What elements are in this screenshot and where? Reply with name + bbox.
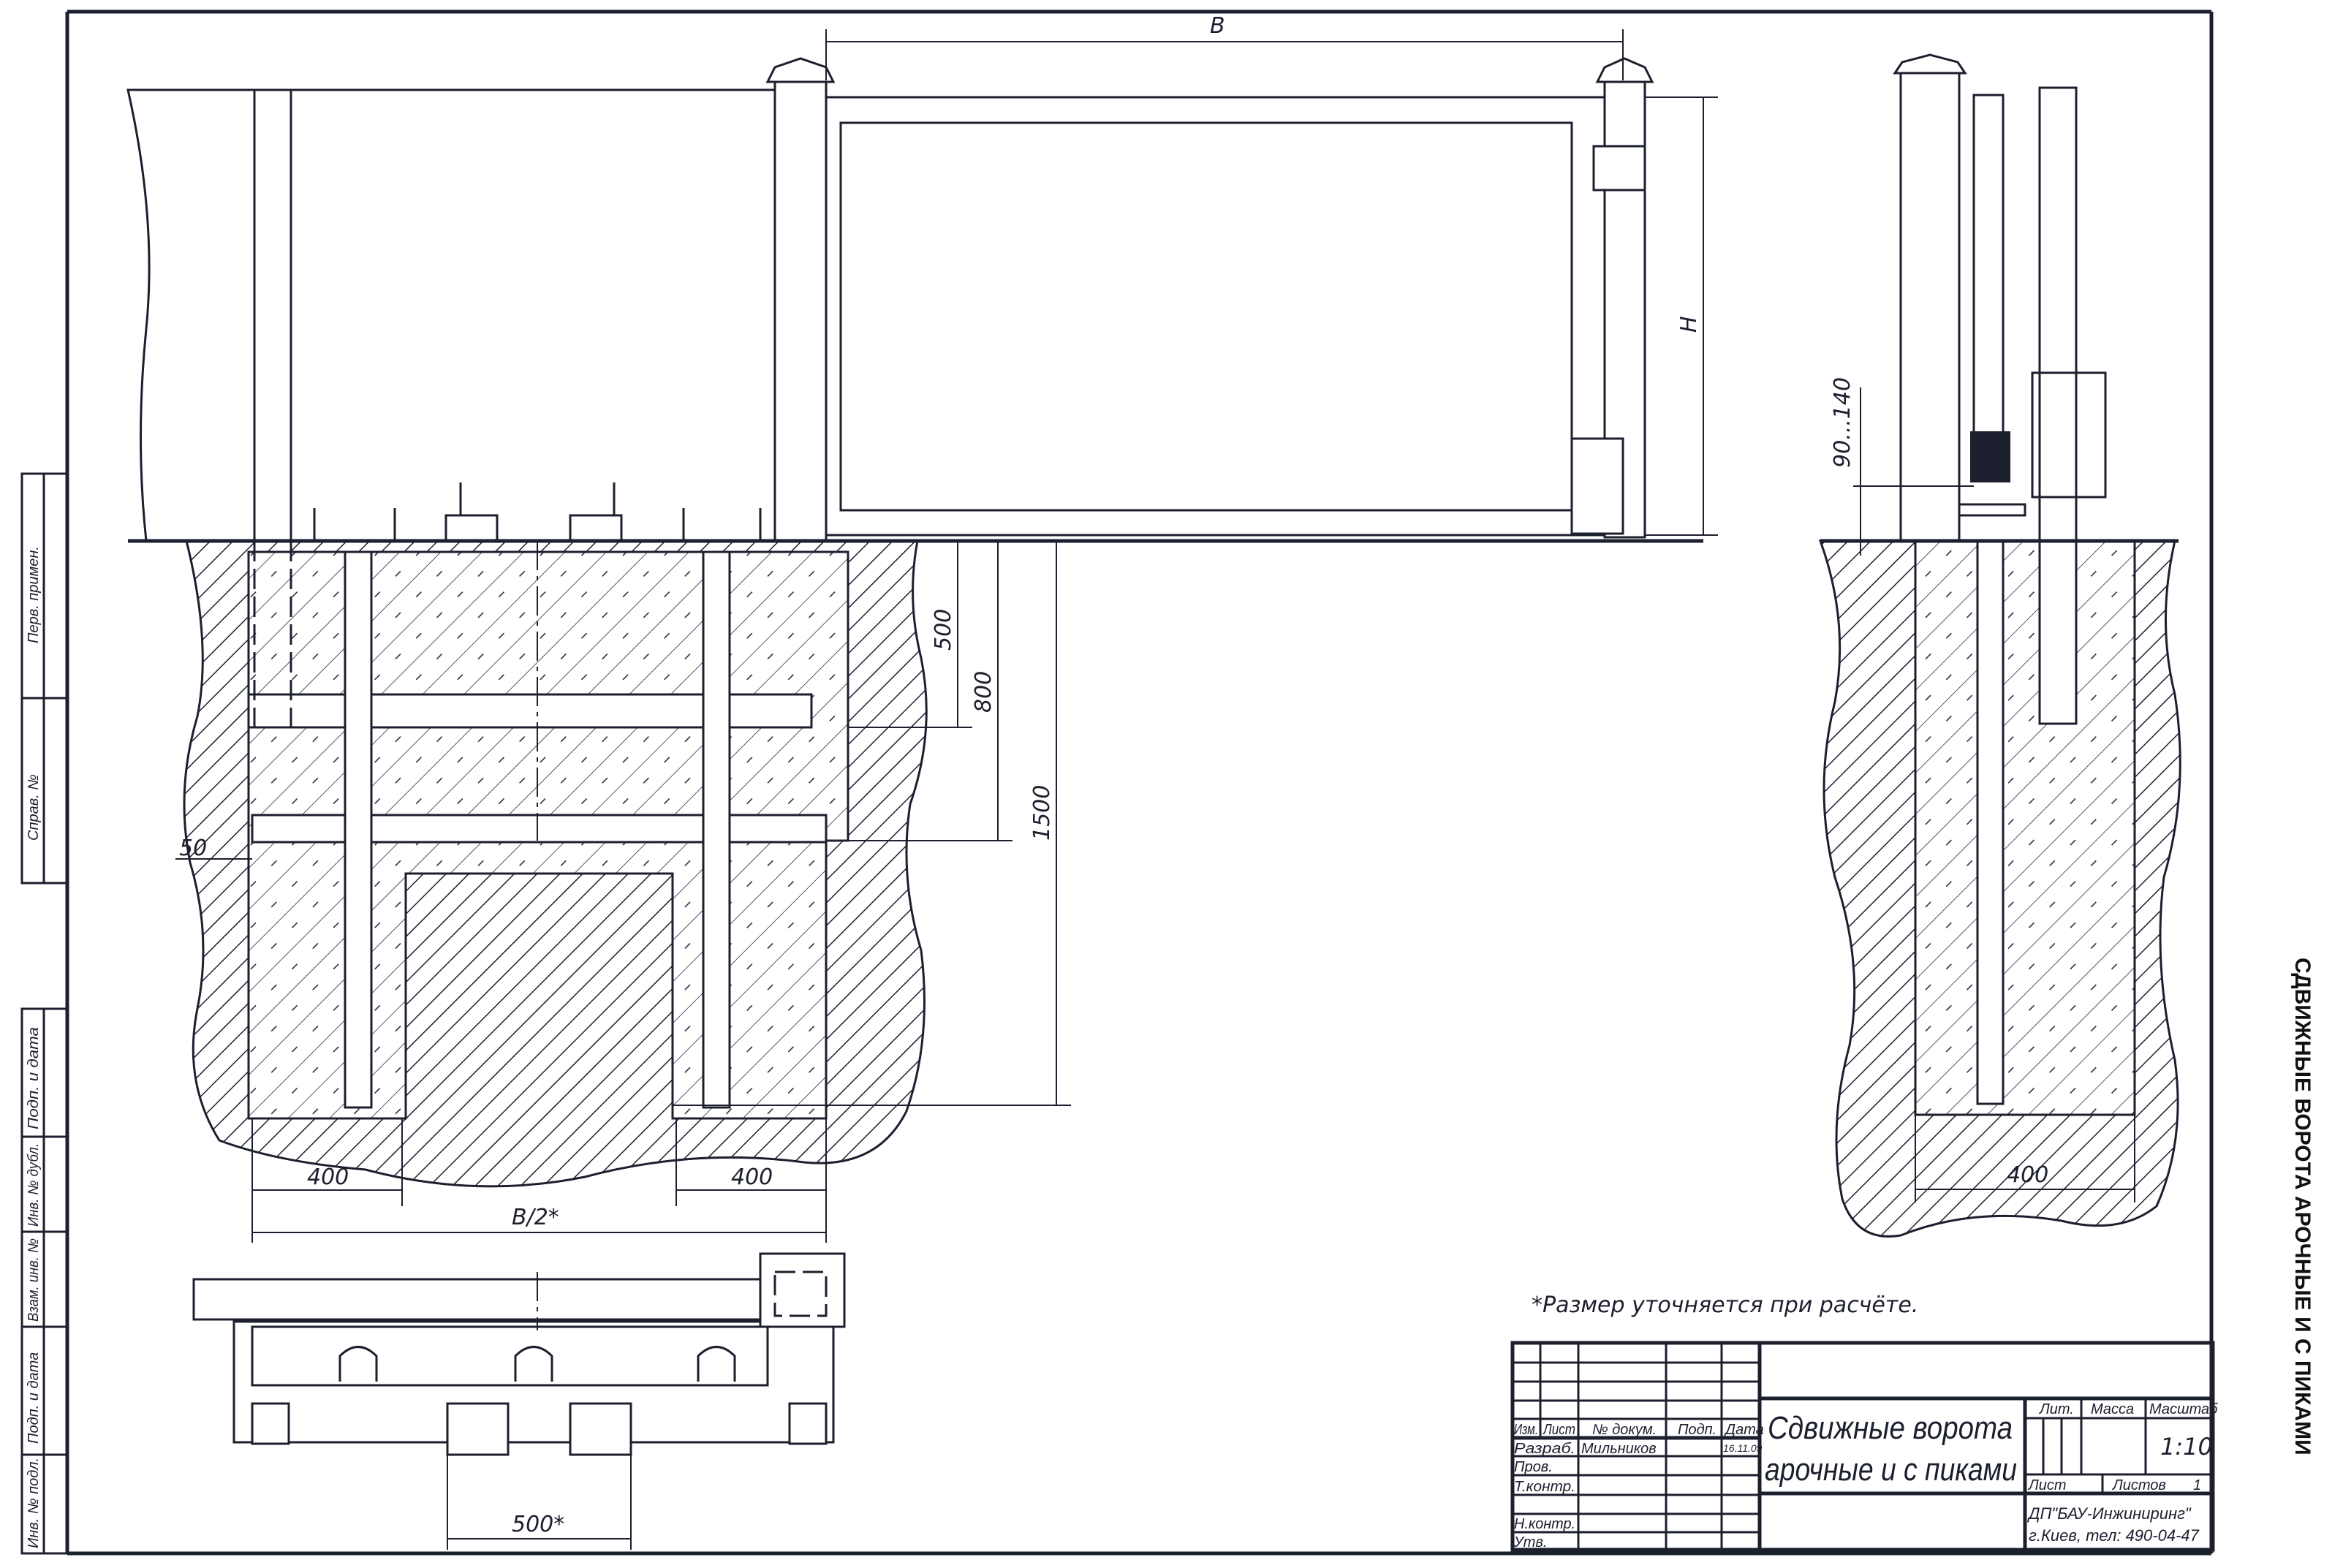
svg-text:1500: 1500 bbox=[1029, 785, 1055, 841]
gate-frame bbox=[825, 96, 1624, 537]
dimension-h: H bbox=[1645, 96, 1718, 536]
side-post bbox=[1899, 72, 1961, 542]
developer-date: 16.11.09 bbox=[1723, 1442, 1763, 1454]
title-block: Изм. Лист № докум. Подп. Дата Разраб. Ми… bbox=[1510, 1341, 2218, 1552]
gate-post-left bbox=[773, 80, 828, 542]
dimension-plan-500: 500* bbox=[512, 1512, 564, 1537]
developer-name: Мильников bbox=[1581, 1441, 1657, 1457]
sheets-label: Листов bbox=[2111, 1477, 2166, 1493]
svg-text:400: 400 bbox=[731, 1164, 773, 1190]
fence-panel bbox=[126, 88, 776, 542]
header-doc: № докум. bbox=[1592, 1422, 1657, 1438]
fence-post bbox=[253, 88, 292, 542]
svg-text:50: 50 bbox=[179, 836, 207, 861]
company-name: ДП"БАУ-Инжиниринг" bbox=[2026, 1504, 2192, 1523]
stamp-label-perv-primen: Перв. примен. bbox=[26, 546, 42, 643]
stamp-label-inv-podl: Инв. № подл. bbox=[26, 1458, 42, 1548]
dimension-side-400: 400 bbox=[2007, 1162, 2048, 1188]
side-view: 400 90...140 bbox=[1818, 53, 2181, 1238]
plan-rail bbox=[192, 1278, 765, 1321]
mass-label: Масса bbox=[2091, 1401, 2134, 1417]
row-tech-control: Т.контр. bbox=[1514, 1479, 1575, 1495]
front-elevation: B H 500 800 1500 50 40 bbox=[126, 13, 1718, 1243]
svg-text:800: 800 bbox=[971, 671, 996, 713]
lower-beam bbox=[251, 814, 828, 844]
gate-leaf-profile bbox=[1972, 94, 2005, 440]
sheets-count: 1 bbox=[2193, 1477, 2201, 1493]
scale-value: 1:10 bbox=[2160, 1433, 2213, 1461]
plan-view: 500* bbox=[192, 1252, 846, 1550]
stamp-label-podp-data-1: Подп. и дата bbox=[26, 1027, 42, 1129]
svg-text:400: 400 bbox=[307, 1164, 349, 1190]
scale-label: Масштаб bbox=[2149, 1401, 2218, 1417]
svg-text:B: B bbox=[1210, 13, 1225, 39]
svg-text:500: 500 bbox=[931, 609, 956, 651]
header-sign: Подп. bbox=[1678, 1422, 1716, 1438]
side-rail-post bbox=[1976, 539, 2005, 1105]
svg-text:B/2*: B/2* bbox=[512, 1205, 559, 1230]
stamp-label-vzam-inv: Взам. инв. № bbox=[26, 1238, 42, 1322]
lit-label: Лит. bbox=[2038, 1401, 2074, 1417]
header-izm: Изм. bbox=[1514, 1422, 1538, 1438]
catcher bbox=[1570, 437, 1624, 535]
row-developer: Разраб. bbox=[1514, 1441, 1575, 1457]
side-stamp: Перв. примен. Справ. № Подп. и дата Инв.… bbox=[20, 472, 69, 1555]
stamp-label-inv-dubl: Инв. № дубл. bbox=[26, 1143, 42, 1227]
side-title: СДВИЖНЫЕ ВОРОТА АРОЧНЫЕ И С ПИКАМИ bbox=[2290, 958, 2314, 1455]
company-contact: г.Киев, тел: 490-04-47 bbox=[2029, 1526, 2200, 1545]
row-norm-control: Н.контр. bbox=[1514, 1516, 1575, 1532]
header-date: Дата bbox=[1724, 1422, 1764, 1438]
dimension-clearance: 90...140 bbox=[1830, 377, 1855, 468]
row-approved: Утв. bbox=[1513, 1534, 1547, 1550]
row-checked: Пров. bbox=[1514, 1459, 1553, 1475]
drawing-title-line1: Сдвижные ворота bbox=[1768, 1410, 2013, 1446]
stamp-label-podp-data-2: Подп. и дата bbox=[26, 1352, 42, 1444]
svg-text:H: H bbox=[1676, 316, 1702, 333]
stamp-label-sprav: Справ. № bbox=[26, 774, 42, 841]
header-list: Лист bbox=[1542, 1422, 1575, 1438]
note: *Размер уточняется при расчёте. bbox=[1532, 1292, 1918, 1318]
dimension-bottom: 400 400 B/2* bbox=[251, 1118, 827, 1243]
sheet-label: Лист bbox=[2027, 1477, 2067, 1493]
dimension-b: B bbox=[825, 13, 1624, 80]
top-roller-bracket bbox=[1592, 145, 1646, 192]
drawing-title-line2: арочные и с пиками bbox=[1765, 1452, 2017, 1488]
dimension-depths: 500 800 1500 50 bbox=[175, 541, 1071, 1106]
